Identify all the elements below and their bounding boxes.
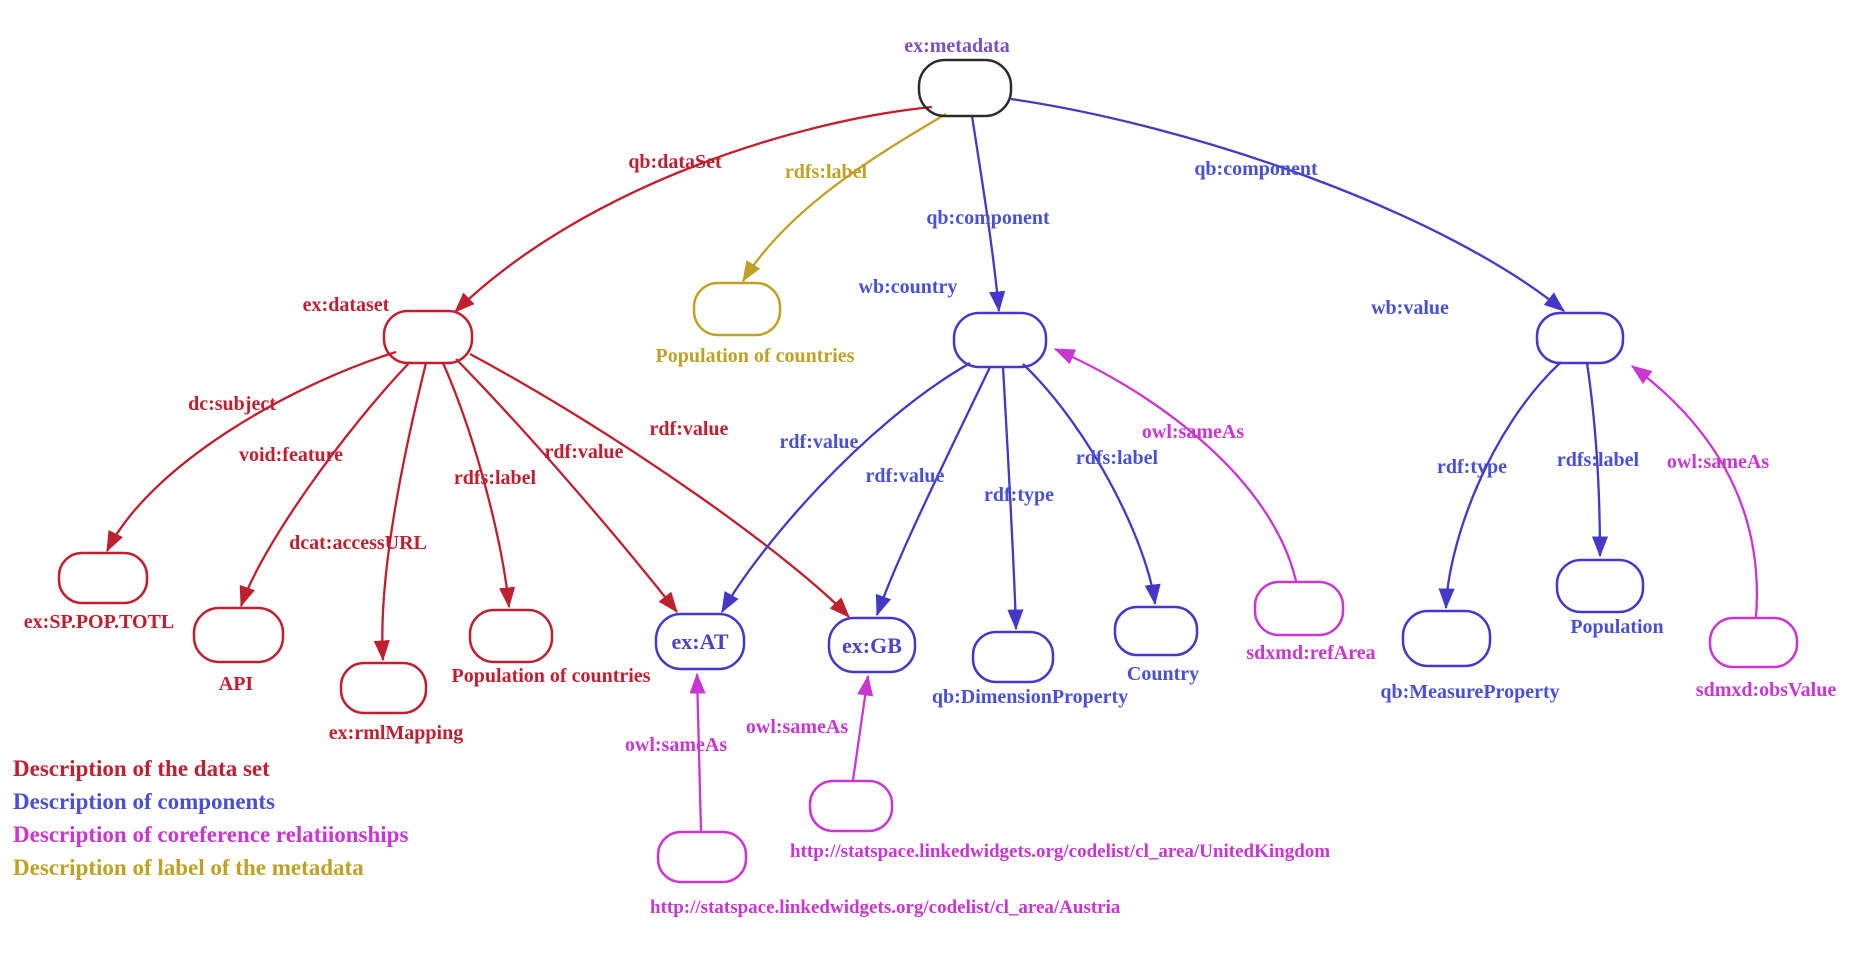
edge-label-rdfs-label-population: rdfs:label — [1557, 449, 1640, 471]
legend-item-components: Description of components — [13, 789, 275, 814]
node-label-literal — [692, 281, 782, 337]
label-wb-value: wb:value — [1371, 297, 1449, 319]
label-ex-rml-mapping: ex:rmlMapping — [329, 722, 463, 744]
node-qb-measure-property — [1401, 609, 1492, 668]
node-api — [192, 606, 285, 664]
edge-rdfs-label-dataset — [441, 362, 516, 609]
node-ex-gb — [827, 616, 917, 674]
edge-rdfs-label-population — [1585, 362, 1609, 558]
legend-item-data-set: Description of the data set — [13, 756, 270, 781]
edge-label-rdf-value-red-at: rdf:value — [545, 441, 624, 463]
edge-qb-component-right — [1010, 97, 1565, 312]
label-ex-dataset: ex:dataset — [303, 294, 390, 316]
label-country: Country — [1127, 663, 1199, 685]
edge-rdf-value-red-at — [455, 358, 678, 613]
node-country — [1113, 605, 1199, 657]
edge-label-owl-sameas-uk: owl:sameAs — [746, 716, 848, 738]
node-ex-rml-mapping — [339, 661, 428, 715]
edge-label-qb-dataset: qb:dataSet — [628, 151, 722, 173]
label-population-of-countries-olive: Population of countries — [656, 345, 855, 367]
edge-label-rdfs-label-dataset: rdfs:label — [454, 467, 537, 489]
label-ex-sp-pop-totl: ex:SP.POP.TOTL — [24, 611, 174, 633]
edge-label-owl-sameas-austria: owl:sameAs — [625, 734, 727, 756]
edge-label-owl-sameas-refarea: owl:sameAs — [1142, 421, 1244, 443]
edge-dc-subject — [105, 350, 397, 553]
label-sdxmd-refarea: sdxmd:refArea — [1246, 642, 1375, 664]
edge-label-void-feature: void:feature — [239, 444, 343, 466]
edge-label-rdfs-label-metadata: rdfs:label — [785, 161, 868, 183]
node-ex-sp-pop-totl — [57, 551, 149, 605]
edge-label-owl-sameas-obsvalue: owl:sameAs — [1667, 451, 1769, 473]
edge-label-rdf-value-blue-gb: rdf:value — [866, 465, 945, 487]
edge-void-feature — [239, 361, 411, 608]
label-wb-country: wb:country — [859, 276, 958, 298]
node-ex-metadata — [917, 58, 1013, 118]
edge-owl-sameas-refarea — [1053, 347, 1298, 582]
edge-label-rdf-value-red-gb: rdf:value — [650, 418, 729, 440]
label-ex-gb: ex:GB — [842, 633, 902, 658]
edge-rdf-value-blue-at — [720, 362, 971, 614]
edge-rdf-type-dimension — [1001, 366, 1024, 631]
edge-label-rdf-type-measure: rdf:type — [1437, 456, 1507, 478]
edge-label-qb-component-right: qb:component — [1194, 158, 1318, 180]
edge-owl-sameas-obsvalue — [1631, 365, 1759, 618]
edge-label-rdf-value-blue-at: rdf:value — [780, 431, 859, 453]
node-uk-uri — [808, 779, 894, 833]
node-sdmxd-obsvalue — [1708, 616, 1799, 669]
edge-label-qb-component-mid: qb:component — [926, 207, 1050, 229]
label-api: API — [219, 673, 254, 695]
node-sdxmd-refarea — [1253, 580, 1345, 637]
edge-qb-dataset — [454, 105, 933, 313]
label-qb-dimension-property: qb:DimensionProperty — [932, 686, 1128, 708]
edge-rdfs-label-metadata — [742, 113, 947, 282]
label-austria-uri: http://statspace.linkedwidgets.org/codel… — [650, 897, 1121, 918]
node-wb-country — [952, 311, 1048, 369]
edge-rdfs-label-country — [1022, 363, 1161, 606]
node-population — [1555, 558, 1645, 614]
label-population: Population — [1570, 616, 1663, 638]
edge-rdf-value-blue-gb — [875, 366, 992, 617]
label-ex-metadata: ex:metadata — [904, 35, 1010, 57]
label-population-of-countries-red: Population of countries — [452, 665, 651, 687]
node-ex-at — [654, 612, 746, 671]
legend-item-coreference: Description of coreference relatiionship… — [13, 822, 408, 847]
edge-dcat-accessurl — [373, 362, 428, 662]
node-austria-uri — [656, 830, 748, 884]
edge-label-dc-subject: dc:subject — [188, 393, 276, 415]
edge-label-rdf-type-dimension: rdf:type — [984, 484, 1054, 506]
edge-label-dcat-accessurl: dcat:accessURL — [289, 532, 427, 554]
legend-item-label-metadata: Description of label of the metadata — [13, 855, 364, 880]
label-sdmxd-obsvalue: sdmxd:obsValue — [1696, 679, 1837, 701]
edge-label-rdfs-label-country: rdfs:label — [1076, 447, 1159, 469]
label-ex-at: ex:AT — [671, 629, 728, 654]
label-qb-measure-property: qb:MeasureProperty — [1380, 681, 1559, 703]
node-ex-dataset — [382, 309, 474, 365]
edge-qb-component-mid — [970, 115, 1006, 313]
edge-owl-sameas-austria — [689, 672, 706, 832]
node-population-of-countries — [468, 608, 554, 664]
node-qb-dimension-property — [971, 630, 1055, 684]
edge-owl-sameas-uk — [851, 674, 874, 781]
edge-rdf-value-red-gb — [469, 352, 850, 618]
label-uk-uri: http://statspace.linkedwidgets.org/codel… — [790, 841, 1330, 862]
node-wb-value — [1535, 311, 1625, 365]
edge-rdf-type-measure — [1438, 361, 1562, 610]
